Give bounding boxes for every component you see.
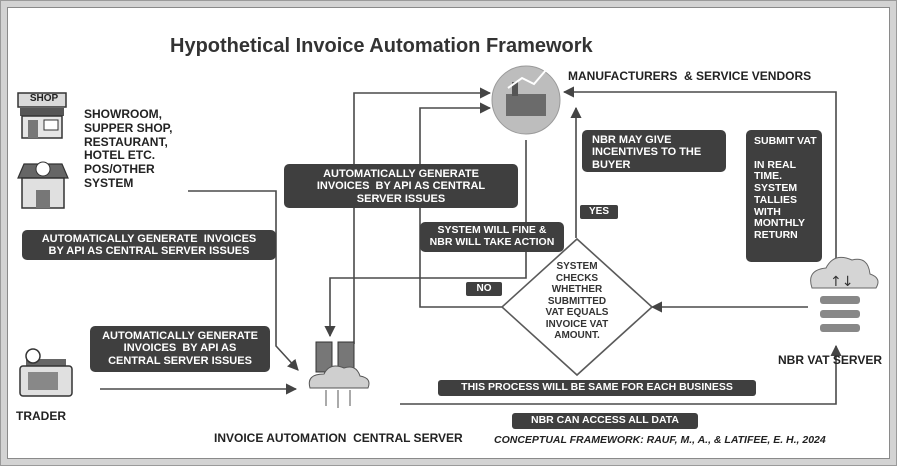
callout-submit-vat: SUBMIT VAT IN REAL TIME. SYSTEM TALLIES … (746, 130, 822, 262)
arrow-central-to-manufacturers (353, 87, 492, 344)
arrow-retail-to-central (188, 190, 299, 371)
callout-same-process: THIS PROCESS WILL BE SAME FOR EACH BUSIN… (438, 380, 756, 396)
framework-credit: CONCEPTUAL FRAMEWORK: RAUF, M., A., & LA… (494, 434, 826, 446)
decision-diamond (500, 237, 654, 377)
nbr-server-icon: ↑↓ (810, 256, 879, 332)
arrow-nbr-to-manufacturers (562, 86, 837, 273)
diagram-title: Hypothetical Invoice Automation Framewor… (170, 35, 593, 57)
svg-text:↑↓: ↑↓ (830, 274, 853, 290)
label-no: NO (466, 282, 502, 296)
callout-incentives: NBR MAY GIVE INCENTIVES TO THE BUYER (582, 130, 726, 172)
shop-icon (17, 92, 67, 139)
callout-retail-api: AUTOMATICALLY GENERATE INVOICES BY API A… (22, 230, 276, 260)
diagram-panel: ↑↓ Hypothetical Invoice Automation Frame… (7, 7, 890, 459)
callout-fine: SYSTEM WILL FINE & NBR WILL TAKE ACTION (420, 222, 564, 252)
shop-sign-label: SHOP (29, 93, 59, 104)
central-server-icon (308, 341, 370, 408)
label-yes: YES (580, 205, 618, 219)
manufacturers-label: MANUFACTURERS & SERVICE VENDORS (568, 69, 812, 83)
callout-trader-api: AUTOMATICALLY GENERATE INVOICES BY API A… (90, 326, 270, 372)
factory-icon (491, 65, 561, 135)
trader-node-label: TRADER (16, 409, 66, 423)
arrow-central-to-nbr (400, 344, 842, 405)
callout-nbr-access: NBR CAN ACCESS ALL DATA (512, 413, 698, 429)
callout-center-api: AUTOMATICALLY GENERATE INVOICES BY API A… (284, 164, 518, 208)
connector-layer: ↑↓ (17, 65, 879, 408)
trader-icon (19, 348, 73, 397)
restaurant-icon (17, 161, 69, 209)
nbr-server-label: NBR VAT SERVER (778, 353, 883, 367)
decision-text: SYSTEM CHECKS WHETHER SUBMITTED VAT EQUA… (545, 261, 609, 341)
arrow-manufacturers-to-central (324, 140, 527, 338)
retail-node-label: SHOWROOM, SUPPER SHOP, RESTAURANT, HOTEL… (84, 107, 173, 190)
central-server-label: INVOICE AUTOMATION CENTRAL SERVER (214, 431, 463, 445)
